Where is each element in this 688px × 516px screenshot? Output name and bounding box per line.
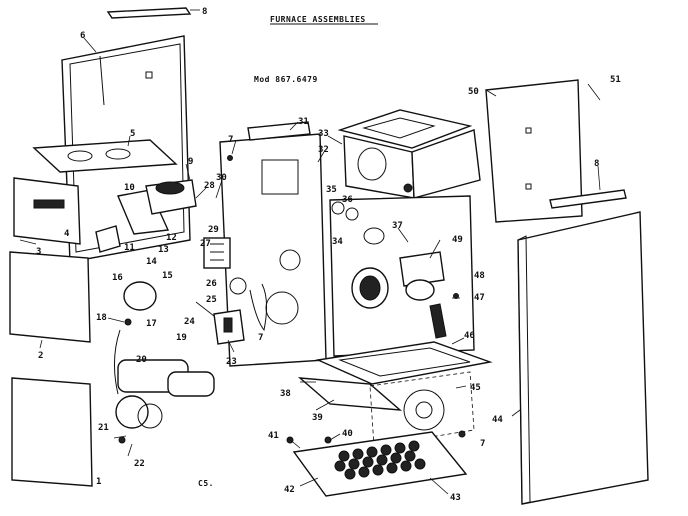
callout-35: 35 xyxy=(326,185,337,195)
callout-14: 14 xyxy=(146,257,157,267)
callout-32: 32 xyxy=(318,145,329,155)
callout-7-center: 7 xyxy=(258,333,263,343)
diagram-title: FURNACE ASSEMBLIES xyxy=(270,15,366,24)
callout-46: 46 xyxy=(464,331,475,341)
part-right-side-panel xyxy=(517,211,649,505)
callout-labels: 1 2 3 4 5 6 7 8 9 10 11 12 13 14 15 16 1… xyxy=(36,7,621,503)
callout-12: 12 xyxy=(166,233,177,243)
callout-8: 8 xyxy=(202,7,207,17)
callout-27: 27 xyxy=(200,239,211,249)
callout-6: 6 xyxy=(80,31,85,41)
callout-16: 16 xyxy=(112,273,123,283)
callout-51: 51 xyxy=(610,75,621,85)
callout-10: 10 xyxy=(124,183,135,193)
callout-20: 20 xyxy=(136,355,147,365)
part-burner-assembly xyxy=(113,329,215,429)
callout-7: 7 xyxy=(228,135,233,145)
callout-50: 50 xyxy=(468,87,479,97)
callout-2: 2 xyxy=(38,351,43,361)
callout-38: 38 xyxy=(280,389,291,399)
callout-49: 49 xyxy=(452,235,463,245)
callout-9: 9 xyxy=(188,157,193,167)
callout-25: 25 xyxy=(206,295,217,305)
callout-47: 47 xyxy=(474,293,485,303)
part-bottom-door xyxy=(11,377,93,487)
callout-39: 39 xyxy=(312,413,323,423)
part-draft-inducer xyxy=(399,251,447,339)
callout-41: 41 xyxy=(268,431,279,441)
callout-4: 4 xyxy=(64,229,70,239)
callout-21: 21 xyxy=(98,423,109,433)
callout-8-right: 8 xyxy=(594,159,599,169)
part-inducer-disc xyxy=(123,281,157,311)
callout-13: 13 xyxy=(158,245,169,255)
callout-29: 29 xyxy=(208,225,219,235)
callout-34: 34 xyxy=(332,237,343,247)
callout-leaders xyxy=(19,9,601,495)
callout-28: 28 xyxy=(204,181,215,191)
part-middle-door xyxy=(9,251,91,343)
callout-45: 45 xyxy=(470,383,481,393)
part-limit-bracket xyxy=(117,179,197,235)
callout-7-lower: 7 xyxy=(480,439,485,449)
part-gaskets xyxy=(331,201,359,221)
callout-22: 22 xyxy=(134,459,145,469)
part-heat-exchanger xyxy=(337,109,481,199)
part-vestibule-panel xyxy=(219,121,327,367)
callout-40: 40 xyxy=(342,429,353,439)
part-gas-valve xyxy=(203,237,231,269)
part-top-strip xyxy=(106,7,192,19)
callout-31: 31 xyxy=(298,117,309,127)
part-filter-base xyxy=(292,431,468,497)
callout-15: 15 xyxy=(162,271,173,281)
callout-30: 30 xyxy=(216,173,227,183)
part-shelf xyxy=(32,139,178,173)
callout-11: 11 xyxy=(124,243,135,253)
callout-1: 1 xyxy=(96,477,101,487)
callout-33: 33 xyxy=(318,129,329,139)
part-control-module xyxy=(213,283,268,345)
part-base-pan xyxy=(315,341,493,385)
part-air-chute xyxy=(297,377,403,411)
callout-42: 42 xyxy=(284,485,295,495)
model-number: Mod 867.6479 xyxy=(254,75,318,84)
callout-43: 43 xyxy=(450,493,461,503)
part-side-strip xyxy=(549,189,627,209)
callout-23: 23 xyxy=(226,357,237,367)
part-blower-assembly xyxy=(369,371,475,447)
callout-48: 48 xyxy=(474,271,485,281)
callout-19: 19 xyxy=(176,333,187,343)
part-right-rear-panel xyxy=(485,79,583,223)
callout-36: 36 xyxy=(342,195,353,205)
callout-17: 17 xyxy=(146,319,157,329)
callout-44: 44 xyxy=(492,415,503,425)
part-upper-door xyxy=(13,177,81,245)
footer-code: C5. xyxy=(198,479,214,488)
callout-24: 24 xyxy=(184,317,195,327)
callout-37: 37 xyxy=(392,221,403,231)
callout-3: 3 xyxy=(36,247,41,257)
callout-18: 18 xyxy=(96,313,107,323)
callout-5: 5 xyxy=(130,129,135,139)
part-switch-knob xyxy=(95,225,121,253)
callout-26: 26 xyxy=(206,279,217,289)
